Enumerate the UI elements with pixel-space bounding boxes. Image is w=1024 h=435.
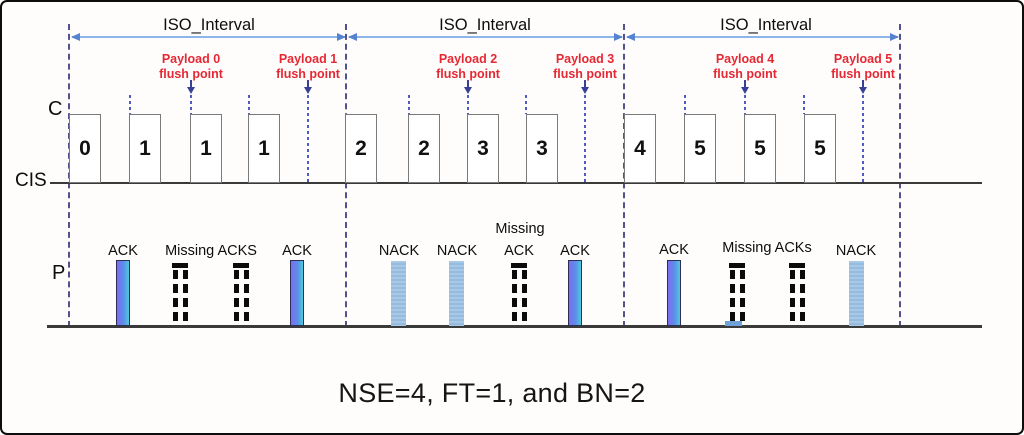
p-timeline: [47, 325, 982, 328]
missing-ack-bar: [172, 263, 188, 326]
ack-bar: [116, 260, 130, 326]
ack-bar: [667, 260, 681, 326]
response-label: ACK: [282, 243, 312, 259]
subevent-line: [684, 95, 686, 114]
subevent-line: [525, 95, 527, 114]
response-label: NACK: [378, 243, 420, 259]
peripheral-row-label: P: [52, 262, 66, 284]
pdu-box: 5: [744, 114, 776, 183]
arrowhead-left-icon: [626, 32, 635, 41]
response-label: ACK: [504, 243, 534, 259]
subevent-line: [408, 95, 410, 114]
pdu-box: 3: [467, 114, 499, 183]
arrowhead-right-icon: [337, 32, 346, 41]
iso-interval-arrow-3: [626, 32, 899, 41]
response-label: Missing ACKS: [165, 243, 257, 259]
arrowhead-right-icon: [614, 32, 623, 41]
pdu-box: 0: [69, 114, 101, 183]
pdu-box: 4: [624, 114, 656, 183]
subevent-line: [862, 95, 864, 183]
central-row-label: C: [48, 98, 63, 120]
missing-ack-bar: [511, 263, 527, 326]
subevent-line: [803, 95, 805, 114]
arrowhead-left-icon: [71, 32, 80, 41]
subevent-line: [744, 95, 746, 114]
pdu-box: 2: [408, 114, 440, 183]
iso-interval-label-1: ISO_Interval: [163, 16, 255, 34]
subevent-line: [467, 95, 469, 114]
arrowhead-left-icon: [348, 32, 357, 41]
iso-interval-arrow-2: [348, 32, 623, 41]
iso-interval-label-2: ISO_Interval: [439, 16, 531, 34]
response-label: ACK: [659, 242, 689, 258]
ack-bar: [568, 260, 582, 326]
iso-interval-arrow-1: [71, 32, 346, 41]
ack-bar: [290, 260, 304, 326]
subevent-line: [584, 95, 586, 183]
response-label: NACK: [436, 243, 478, 259]
nack-bar: [449, 261, 464, 326]
cis-timeline: [50, 182, 982, 184]
missing-ack-bar: [789, 263, 805, 326]
pdu-box: 1: [190, 114, 222, 183]
pdu-box: 5: [804, 114, 836, 183]
missing-ack-bar: [729, 263, 745, 326]
subevent-line: [190, 95, 192, 114]
interval-boundary-line: [899, 24, 901, 327]
diagram-caption: NSE=4, FT=1, and BN=2: [338, 378, 646, 408]
response-label: ACK: [108, 243, 138, 259]
missing-ack-bar: [233, 263, 249, 326]
pdu-box: 1: [129, 114, 161, 183]
response-label: NACK: [835, 243, 877, 259]
iso-interval-label-3: ISO_Interval: [720, 16, 812, 34]
pdu-box: 5: [684, 114, 716, 183]
nack-bar: [391, 261, 406, 326]
subevent-line: [248, 95, 250, 114]
pdu-box: 1: [248, 114, 280, 183]
pdu-box: 3: [526, 114, 558, 183]
response-label: Missing ACKs: [722, 240, 812, 256]
pdu-box: 2: [345, 114, 377, 183]
response-label: ACK: [560, 243, 590, 259]
nack-bar: [849, 261, 864, 326]
response-label: Missing: [495, 221, 545, 237]
subevent-line: [307, 95, 309, 183]
subevent-line: [129, 95, 131, 114]
arrowhead-right-icon: [890, 32, 899, 41]
cis-label: CIS: [15, 170, 47, 191]
